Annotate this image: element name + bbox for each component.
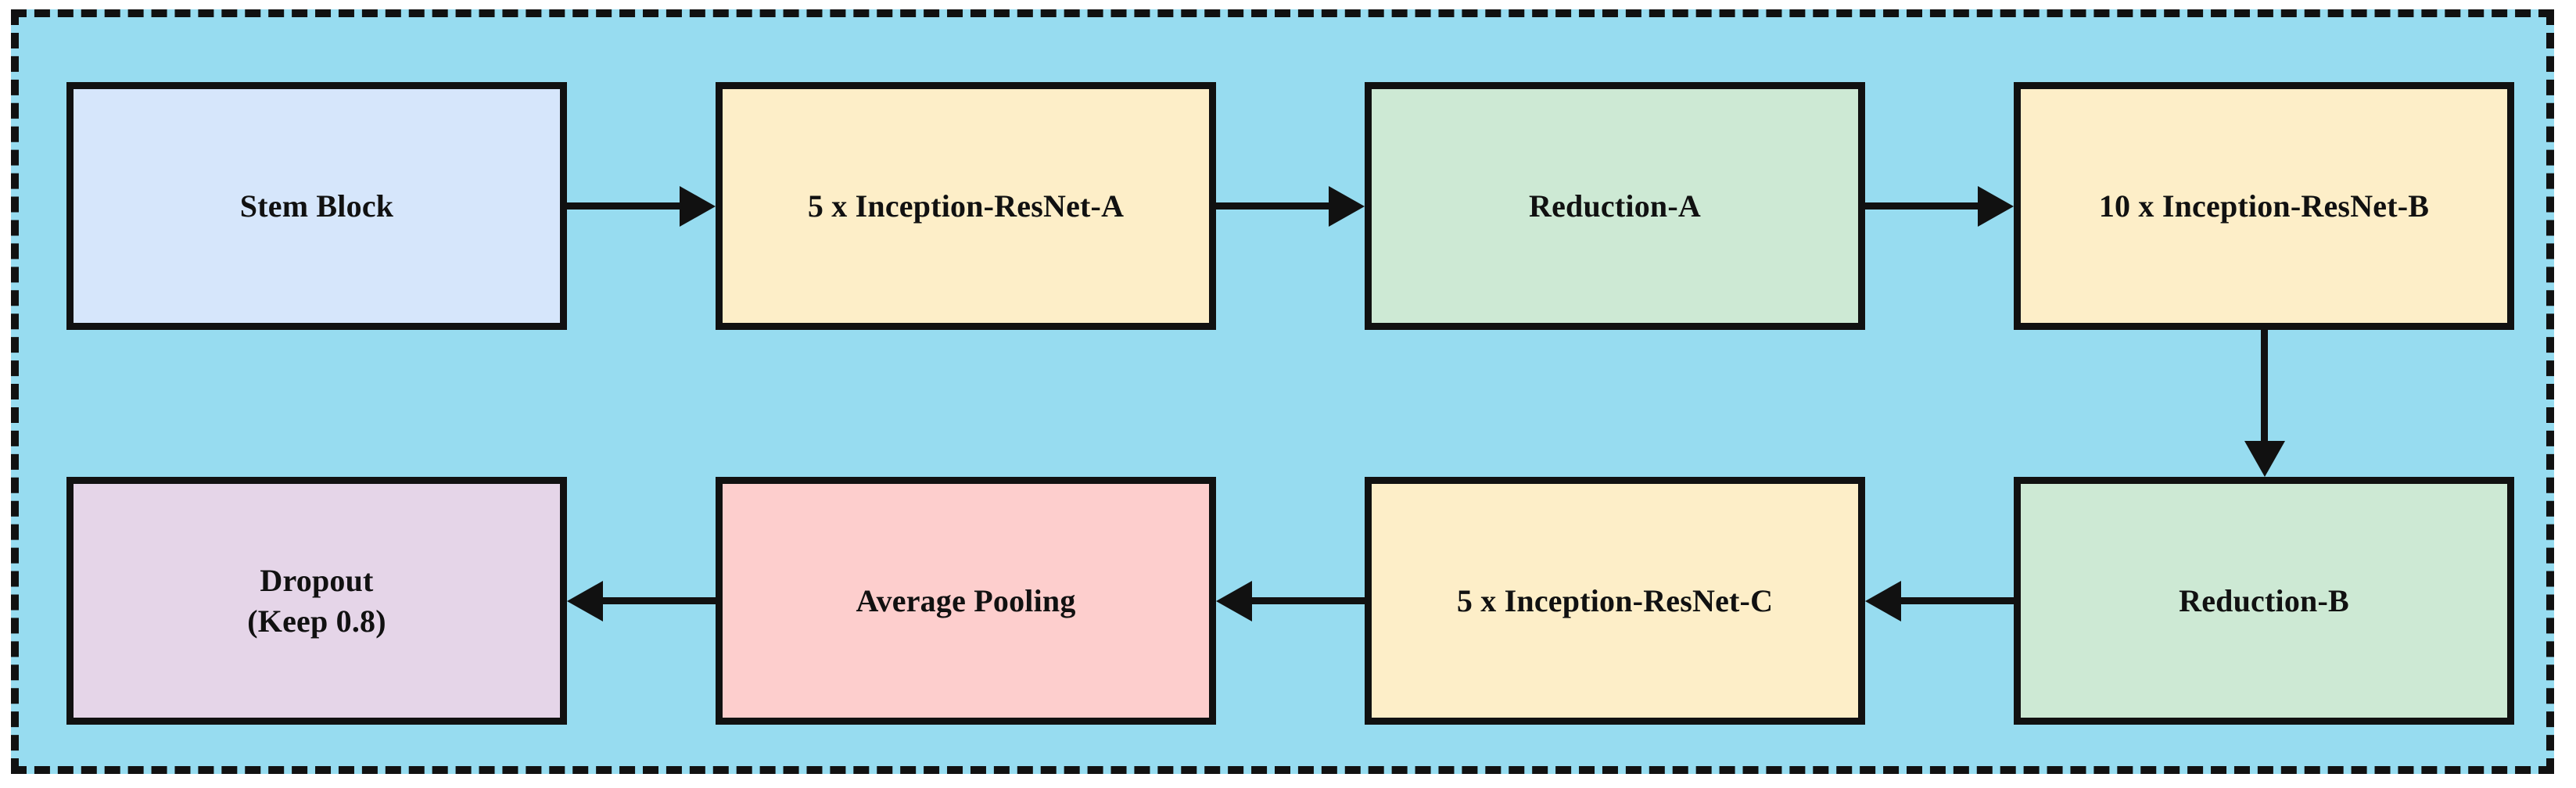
- edge-reduction-a-to-b-line: [1865, 202, 1979, 210]
- edge-reduction-b-to-c-arrowhead: [1865, 581, 1901, 621]
- edge-c-to-pooling-arrowhead: [1216, 581, 1252, 621]
- edge-b-to-reduction-b-line: [2261, 330, 2268, 442]
- node-reduction-b[interactable]: Reduction-B: [2014, 477, 2514, 725]
- node-stem-block[interactable]: Stem Block: [66, 82, 567, 330]
- edge-stem-to-a-line: [567, 202, 680, 210]
- edge-pooling-to-dropout-arrowhead: [567, 581, 603, 621]
- node-average-pooling[interactable]: Average Pooling: [716, 477, 1216, 725]
- node-inception-resnet-b[interactable]: 10 x Inception-ResNet-B: [2014, 82, 2514, 330]
- node-inception-resnet-a[interactable]: 5 x Inception-ResNet-A: [716, 82, 1216, 330]
- diagram-container-panel: Stem Block 5 x Inception-ResNet-A Reduct…: [11, 9, 2554, 774]
- edge-a-to-reduction-a-arrowhead: [1329, 186, 1365, 227]
- edge-stem-to-a-arrowhead: [680, 186, 716, 227]
- node-stem-block-label: Stem Block: [239, 188, 394, 224]
- edge-a-to-reduction-a-line: [1216, 202, 1329, 210]
- node-dropout-label-line2: (Keep 0.8): [247, 603, 386, 639]
- edge-c-to-pooling-line: [1251, 597, 1365, 604]
- node-dropout-label: Dropout (Keep 0.8): [81, 561, 552, 640]
- node-average-pooling-label: Average Pooling: [856, 582, 1076, 618]
- node-reduction-a-label: Reduction-A: [1529, 188, 1701, 224]
- node-reduction-a[interactable]: Reduction-A: [1365, 82, 1865, 330]
- node-inception-resnet-c[interactable]: 5 x Inception-ResNet-C: [1365, 477, 1865, 725]
- edge-reduction-a-to-b-arrowhead: [1978, 186, 2014, 227]
- node-dropout[interactable]: Dropout (Keep 0.8): [66, 477, 567, 725]
- node-reduction-b-label: Reduction-B: [2179, 582, 2349, 618]
- edge-pooling-to-dropout-line: [602, 597, 716, 604]
- node-inception-resnet-c-label: 5 x Inception-ResNet-C: [1456, 582, 1774, 618]
- node-inception-resnet-a-label: 5 x Inception-ResNet-A: [807, 188, 1125, 224]
- node-inception-resnet-b-label: 10 x Inception-ResNet-B: [2098, 188, 2430, 224]
- edge-b-to-reduction-b-arrowhead: [2244, 441, 2285, 477]
- edge-reduction-b-to-c-line: [1900, 597, 2014, 604]
